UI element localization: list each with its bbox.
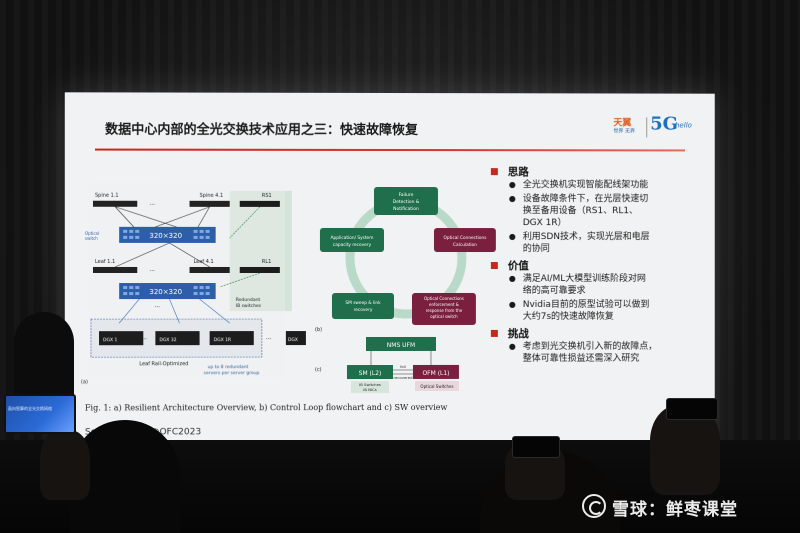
svg-text:SM sweep & link: SM sweep & link [345,300,381,306]
presentation-slide: 数据中心内部的全光交换技术应用之三：快速故障恢复 天翼 世界 无界 5G hel… [65,92,715,460]
switch-bottom-label: 320×320 [149,287,182,296]
bullet-dot-icon: ● [509,299,523,323]
section-challenge: 挑战 ●考虑到光交换机引入新的故障点， 整体可靠性损益还需深入研究 [491,325,700,365]
dgx-extra-label: DGX [288,337,298,343]
spine-left-label: Spine 1.1 [95,193,119,199]
xueqiu-logo-icon [582,494,606,518]
sm-l2-label: SM (L2) [359,370,382,377]
list-item: ●满足AI/ML大模型训练阶段对网 络的高可靠要求 [509,273,700,297]
spine-right-label: Spine 4.1 [200,193,224,199]
phone-screen-blue [4,394,76,434]
svg-text:recovery: recovery [354,307,373,313]
dgx-1-label: DGX 1 [103,337,118,343]
svg-text:Notification: Notification [393,206,419,212]
logo-hello-text: hello [675,122,692,130]
bullet-square-icon [491,168,498,175]
svg-text:Failure: Failure [399,192,414,198]
bullet-square-icon [491,262,498,269]
brand-logo: 天翼 世界 无界 5G hello [613,113,702,143]
svg-text:···: ··· [266,336,272,343]
slide-title: 数据中心内部的全光交换技术应用之三：快速故障恢复 [105,118,418,138]
svg-text:IB NICs: IB NICs [363,387,377,392]
svg-text:Optical Connections: Optical Connections [443,235,487,241]
resilient-architecture-figure: Spine 1.1 Spine 4.1 RS1 ··· Optical swit… [79,183,310,394]
leaf-left-label: Leaf 1.1 [95,259,115,265]
bullet-text: 考虑到光交换机引入新的故障点， 整体可靠性损益还需深入研究 [523,341,657,365]
control-loop-flowchart: Failure Detection & Notification Optical… [311,183,501,343]
title-divider [95,149,685,152]
svg-text:capacity recovery: capacity recovery [333,242,372,248]
figure-c-label: (c) [315,367,322,373]
svg-text:optical switch: optical switch [430,314,458,319]
bullet-dot-icon: ● [509,179,523,191]
phone-device-center [512,436,560,458]
bullet-dot-icon: ● [509,231,523,255]
section-approach: 思路 ●全光交换机实现智能配线架功能 ●设备故障条件下，在光层快速切 换至备用设… [491,163,700,255]
up-to-label: up to 8 redundant [208,364,249,370]
rl-switch [240,267,280,273]
svg-text:Calculation: Calculation [453,242,477,248]
logo-5g-text: 5G [650,113,678,134]
bullet-dot-icon: ● [509,193,523,229]
svg-text:switch: switch [85,236,98,241]
svg-text:···: ··· [149,202,155,209]
list-item: ●设备故障条件下，在光层快速切 换至备用设备（RS1、RL1、 DGX 1R） [509,193,700,229]
phone-screen-text: 面向智算的全光交换网络 [8,406,68,412]
svg-text:servers per server group: servers per server group [204,370,260,376]
list-item: ●考虑到光交换机引入新的故障点， 整体可靠性损益还需深入研究 [509,341,700,365]
fail-label: fail [400,364,406,369]
recovered-label: recovered [394,375,414,380]
dgx-32-label: DGX 32 [159,337,176,343]
list-item: ●利用SDN技术，实现光层和电层 的协同 [509,231,700,255]
spine-right-switch [190,201,230,207]
rs-switch [240,201,280,207]
ofm-l1-label: OFM (L1) [422,370,449,377]
section-value: 价值 ●满足AI/ML大模型训练阶段对网 络的高可靠要求 ●Nvidia目前的原… [491,257,700,323]
phone-device-right [666,398,718,420]
bullet-text: 利用SDN技术，实现光层和电层 的协同 [523,231,650,255]
speaker-silhouette [14,312,74,402]
switch-top-label: 320×320 [149,231,182,240]
section-heading: 价值 [508,258,529,273]
figure-a-label: (a) [81,379,88,385]
svg-text:Detection &: Detection & [393,199,420,205]
list-item: ●Nvidia目前的原型试验可以做到 大约7s的快速故障恢复 [509,299,700,323]
leaf-right-label: Leaf 4.1 [194,259,214,265]
section-heading: 思路 [508,164,529,179]
svg-text:···: ··· [149,268,155,275]
nms-ufm-label: NMS UFM [387,342,415,349]
rs-label: RS1 [262,193,272,199]
optical-switches-label: Optical Switches [420,384,453,389]
spine-left-switch [93,201,137,207]
bullet-text: 满足AI/ML大模型训练阶段对网 络的高可靠要求 [523,273,646,297]
software-overview-figure: NMS UFM SM (L2) OFM (L1) fail recovered … [311,331,501,396]
svg-text:enforcement &: enforcement & [429,302,459,307]
bullet-text: 设备故障条件下，在光层快速切 换至备用设备（RS1、RL1、 DGX 1R） [523,193,648,229]
section-heading: 挑战 [508,325,529,340]
dgx-1r-label: DGX 1R [214,337,232,343]
svg-text:Optical Connections: Optical Connections [424,296,464,301]
leaf-right-switch [190,267,230,273]
redundant-label: Redundant [236,297,261,303]
watermark-text: 雪球：鲜枣课堂 [612,495,738,520]
bullet-dot-icon: ● [509,341,523,365]
bullet-square-icon [491,329,498,336]
svg-text:Application/ System: Application/ System [331,235,374,241]
bullet-text: Nvidia目前的原型试验可以做到 大约7s的快速故障恢复 [523,299,650,323]
key-points-panel: 思路 ●全光交换机实现智能配线架功能 ●设备故障条件下，在光层快速切 换至备用设… [491,163,700,367]
svg-text:···: ··· [141,336,147,343]
raised-hand-left [40,430,90,500]
rl-label: RL1 [262,259,271,265]
svg-text:IB switches: IB switches [236,303,262,309]
leaf-rail-label: Leaf Rail-Optimized [139,361,188,367]
bullet-text: 全光交换机实现智能配线架功能 [523,179,648,191]
bullet-dot-icon: ● [509,273,523,297]
logo-sub-text: 世界 无界 [613,127,634,134]
svg-text:response from the: response from the [426,308,463,313]
logo-separator [646,117,647,137]
figure-caption: Fig. 1: a) Resilient Architecture Overvi… [85,403,447,413]
svg-text:···: ··· [154,304,160,311]
list-item: ●全光交换机实现智能配线架功能 [509,179,700,191]
leaf-left-switch [93,267,137,273]
